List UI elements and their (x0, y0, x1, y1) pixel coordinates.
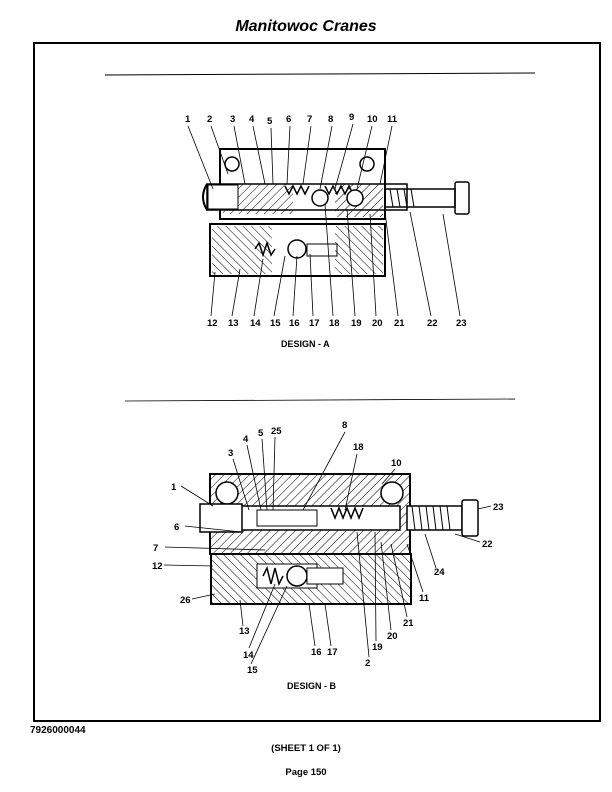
a-label-4: 4 (249, 114, 255, 125)
b-label-10: 10 (391, 458, 402, 469)
a-label-16: 16 (289, 318, 300, 329)
b-label-11: 11 (419, 593, 430, 604)
b-label-3: 3 (228, 448, 233, 459)
b-label-26: 26 (180, 595, 191, 606)
a-label-15: 15 (270, 318, 281, 329)
b-label-19: 19 (372, 642, 383, 653)
document-number: 7926000044 (30, 725, 86, 736)
valve-drawings: 1 2 3 4 5 6 7 8 9 10 11 12 13 14 15 16 (104, 72, 536, 691)
b-label-7: 7 (153, 543, 158, 554)
design-b-drawing: 1 3 4 5 25 8 18 10 23 22 24 6 7 12 26 13… (152, 420, 504, 691)
b-label-15: 15 (247, 665, 258, 676)
b-label-23: 23 (493, 502, 504, 513)
b-label-24: 24 (434, 567, 445, 578)
a-label-2: 2 (207, 114, 212, 125)
a-label-10: 10 (367, 114, 378, 125)
a-label-12: 12 (207, 318, 218, 329)
a-label-3: 3 (230, 114, 235, 125)
a-label-23: 23 (456, 318, 467, 329)
b-label-21: 21 (403, 618, 414, 629)
design-a-caption: DESIGN - A (281, 339, 330, 349)
top-rule (104, 72, 536, 76)
b-label-16: 16 (311, 647, 322, 658)
a-label-21: 21 (394, 318, 405, 329)
b-label-17: 17 (327, 647, 338, 658)
a-label-19: 19 (351, 318, 362, 329)
a-label-8: 8 (328, 114, 333, 125)
page-title: Manitowoc Cranes (235, 18, 377, 35)
a-label-1: 1 (185, 114, 191, 125)
a-label-5: 5 (267, 116, 273, 127)
a-label-11: 11 (387, 114, 398, 125)
a-label-20: 20 (372, 318, 383, 329)
b-label-2: 2 (365, 658, 370, 669)
sheet-indicator: (SHEET 1 OF 1) (271, 743, 341, 754)
b-label-25: 25 (271, 426, 282, 437)
page-number: Page 150 (285, 767, 327, 778)
a-label-7: 7 (307, 114, 312, 125)
b-label-6: 6 (174, 522, 179, 533)
b-label-8: 8 (342, 420, 347, 431)
a-label-17: 17 (309, 318, 320, 329)
design-b-caption: DESIGN - B (287, 681, 337, 691)
drawing-frame: 1 2 3 4 5 6 7 8 9 10 11 12 13 14 15 16 (33, 42, 601, 722)
a-label-9: 9 (349, 112, 354, 123)
b-label-20: 20 (387, 631, 398, 642)
b-label-18: 18 (353, 442, 364, 453)
b-label-12: 12 (152, 561, 163, 572)
a-label-13: 13 (228, 318, 239, 329)
b-label-4: 4 (243, 434, 249, 445)
b-label-22: 22 (482, 539, 493, 550)
a-label-18: 18 (329, 318, 340, 329)
a-label-14: 14 (250, 318, 261, 329)
middle-rule (124, 398, 516, 402)
b-label-1: 1 (171, 482, 177, 493)
b-label-14: 14 (243, 650, 254, 661)
a-label-22: 22 (427, 318, 438, 329)
design-a-drawing: 1 2 3 4 5 6 7 8 9 10 11 12 13 14 15 16 (185, 112, 470, 349)
a-label-6: 6 (286, 114, 291, 125)
b-label-5: 5 (258, 428, 264, 439)
b-label-13: 13 (239, 626, 250, 637)
